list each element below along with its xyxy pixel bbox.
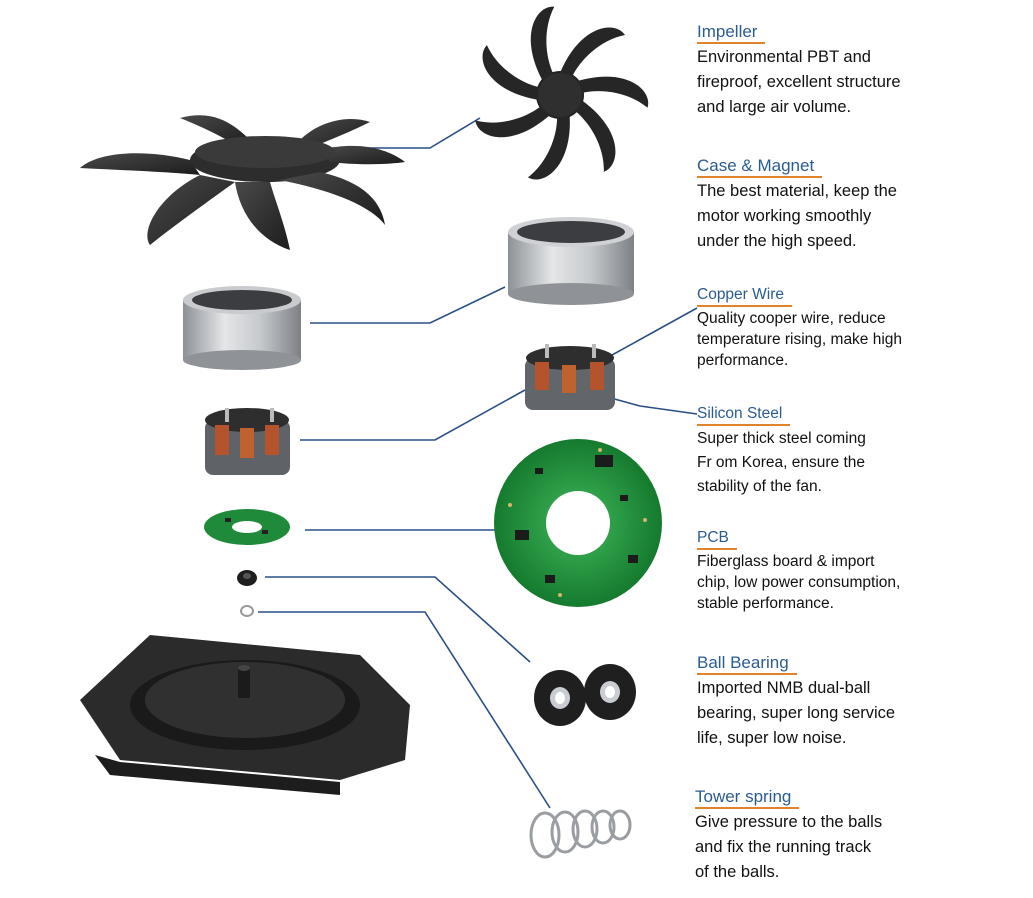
- label-title: Silicon Steel: [697, 404, 791, 426]
- label-line: Environmental PBT and: [697, 48, 871, 66]
- case-ring-left: [183, 286, 301, 370]
- label-line: fireproof, excellent structure: [697, 73, 901, 91]
- label-line: stable performance.: [697, 595, 834, 612]
- label-line: Give pressure to the balls: [695, 813, 883, 831]
- case-ring-right: [508, 217, 634, 305]
- spring-small-stack: [240, 605, 254, 617]
- label-title: Ball Bearing: [697, 653, 797, 675]
- pcb-small: [204, 509, 290, 545]
- label-silicon-steel: Silicon Steel Super thick steel coming F…: [697, 404, 866, 499]
- label-copper-wire: Copper Wire Quality cooper wire, reduce …: [697, 285, 902, 371]
- stator-left: [205, 408, 290, 475]
- label-line: Fr om Korea, ensure the: [697, 454, 865, 471]
- label-line: Imported NMB dual-ball: [697, 679, 871, 697]
- leader-lines: [258, 117, 698, 809]
- pcb-large: [494, 439, 662, 607]
- label-line: performance.: [697, 352, 789, 369]
- fan-frame: [80, 635, 410, 795]
- label-title: Tower spring: [695, 787, 800, 809]
- leader-ball-bearing: [265, 576, 531, 663]
- label-line: and large air volume.: [697, 98, 852, 116]
- label-line: motor working smoothly: [697, 207, 872, 225]
- impeller-side-view: [80, 115, 405, 250]
- label-ball-bearing: Ball Bearing Imported NMB dual-ball bear…: [697, 653, 895, 751]
- label-line: Quality cooper wire, reduce: [697, 310, 886, 327]
- label-line: of the balls.: [695, 863, 780, 881]
- label-case-magnet: Case & Magnet The best material, keep th…: [697, 156, 897, 254]
- label-line: Fiberglass board & import: [697, 553, 875, 570]
- leader-tower-spring: [258, 611, 551, 809]
- label-line: and fix the running track: [695, 838, 872, 856]
- label-line: stability of the fan.: [697, 478, 822, 495]
- label-impeller: Impeller Environmental PBT and fireproof…: [697, 22, 901, 120]
- label-title: Impeller: [697, 22, 766, 44]
- leader-copper-stator: [300, 389, 526, 441]
- label-line: life, super low noise.: [697, 729, 847, 747]
- label-line: under the high speed.: [697, 232, 857, 250]
- label-line: chip, low power consumption,: [697, 574, 901, 591]
- tower-spring: [529, 809, 632, 859]
- label-pcb: PCB Fiberglass board & import chip, low …: [697, 528, 900, 614]
- leader-copper-wire: [602, 307, 698, 361]
- label-line: bearing, super long service: [697, 704, 896, 722]
- label-line: The best material, keep the: [697, 182, 897, 200]
- label-line: Super thick steel coming: [697, 430, 866, 447]
- impeller-top-view: [475, 6, 649, 180]
- ball-bearings: [534, 664, 636, 726]
- label-title: PCB: [697, 528, 737, 550]
- label-title: Copper Wire: [697, 285, 792, 307]
- label-title: Case & Magnet: [697, 156, 823, 178]
- leader-case-magnet: [310, 286, 506, 324]
- bearing-small-stack: [237, 570, 257, 586]
- label-line: temperature rising, make high: [697, 331, 903, 348]
- label-tower-spring: Tower spring Give pressure to the balls …: [695, 787, 882, 885]
- stator-right: [525, 344, 615, 410]
